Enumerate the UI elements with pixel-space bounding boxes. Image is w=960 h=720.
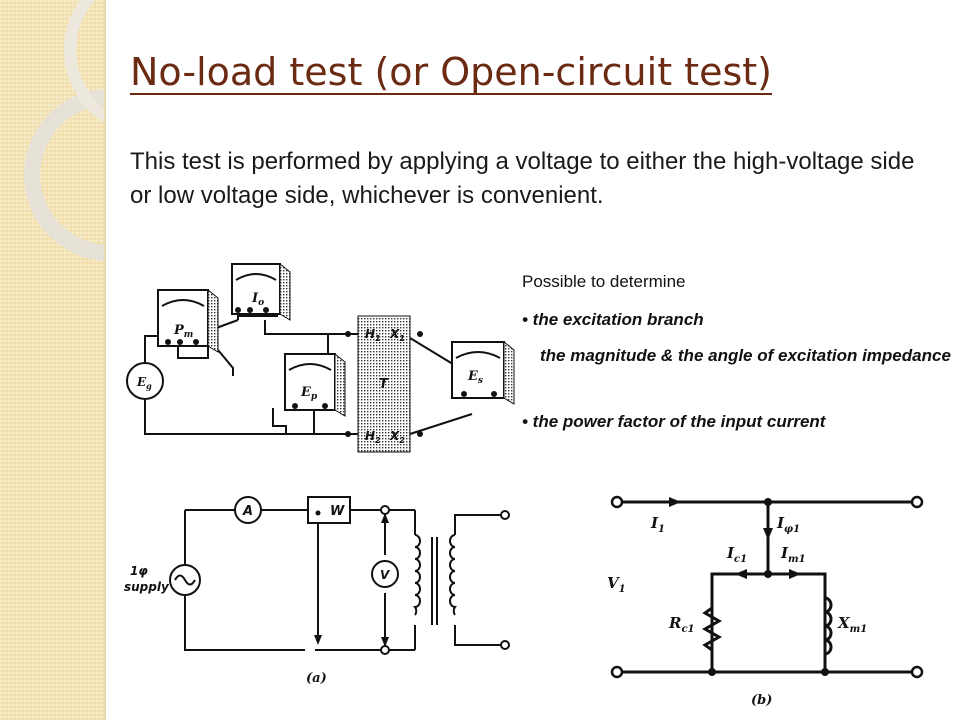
svg-text:V1: V1: [607, 574, 626, 595]
test-setup-diagram: Eg Io Pm Ep Es H1 X1 H2 X2 T: [126, 262, 515, 453]
decorative-sidebar: [0, 0, 106, 720]
voltage-v1-label: V: [607, 574, 620, 592]
resistance-rc-label: R: [668, 614, 681, 632]
svg-text:I1: I1: [650, 514, 665, 535]
decorative-ring: [64, 0, 106, 124]
wattmeter-label: P: [173, 323, 185, 338]
terminal-h2: H: [365, 429, 375, 443]
terminal-x2: X: [389, 429, 400, 443]
svg-text:Iφ1: Iφ1: [776, 514, 800, 535]
list-item: • the excitation branch: [522, 310, 704, 329]
current-ic-label: I: [726, 544, 735, 562]
terminal-x1: X: [389, 327, 400, 341]
svg-text:Pm: Pm: [173, 323, 193, 340]
source-symbol: [126, 362, 164, 400]
svg-text:X2: X2: [389, 429, 405, 445]
supply-label: supply: [124, 580, 170, 594]
wattmeter-symbol-label: W: [330, 504, 345, 519]
slide-title: No-load test (or Open-circuit test): [130, 50, 772, 94]
supply-phase-label: 1φ: [130, 564, 148, 578]
reactance-xm-label: X: [837, 614, 851, 632]
primary-voltmeter-label: E: [300, 385, 312, 400]
svg-text:X1: X1: [389, 327, 405, 343]
voltmeter-symbol-label: V: [380, 568, 391, 582]
ammeter-label: I: [251, 291, 259, 306]
svg-text:Ic1: Ic1: [726, 544, 747, 565]
current-i1-label: I: [650, 514, 659, 532]
ammeter-symbol-label: A: [242, 504, 253, 519]
svg-text:Eg: Eg: [136, 375, 152, 391]
circuit-a-diagram: A W V 1φ supply (a): [124, 496, 510, 686]
svg-text:Xm1: Xm1: [837, 614, 867, 635]
list-heading: Possible to determine: [522, 272, 686, 291]
current-im-label: I: [780, 544, 789, 562]
svg-text:H2: H2: [365, 429, 381, 445]
intro-paragraph: This test is performed by applying a vol…: [130, 148, 915, 209]
source-label: E: [136, 375, 147, 389]
figure-a-caption: (a): [306, 671, 327, 686]
terminal-h1: H: [365, 327, 375, 341]
svg-text:Rc1: Rc1: [668, 614, 695, 635]
current-iphi-label: I: [776, 514, 785, 532]
figure-b-caption: (b): [751, 693, 772, 708]
secondary-voltmeter-label: E: [467, 369, 479, 384]
list-item: • the power factor of the input current: [522, 412, 826, 431]
list-item: the magnitude & the angle of excitation …: [540, 346, 951, 365]
svg-text:Im1: Im1: [780, 544, 806, 565]
svg-text:Io: Io: [251, 291, 264, 308]
svg-text:Es: Es: [467, 369, 483, 386]
svg-text:H1: H1: [365, 327, 381, 343]
svg-text:Ep: Ep: [300, 385, 318, 402]
equivalent-circuit-b-diagram: I1 Iφ1 Ic1 Im1 V1 Rc1 Xm1 (b): [607, 495, 924, 708]
decorative-ring: [24, 89, 106, 261]
transformer-label: T: [379, 377, 389, 392]
